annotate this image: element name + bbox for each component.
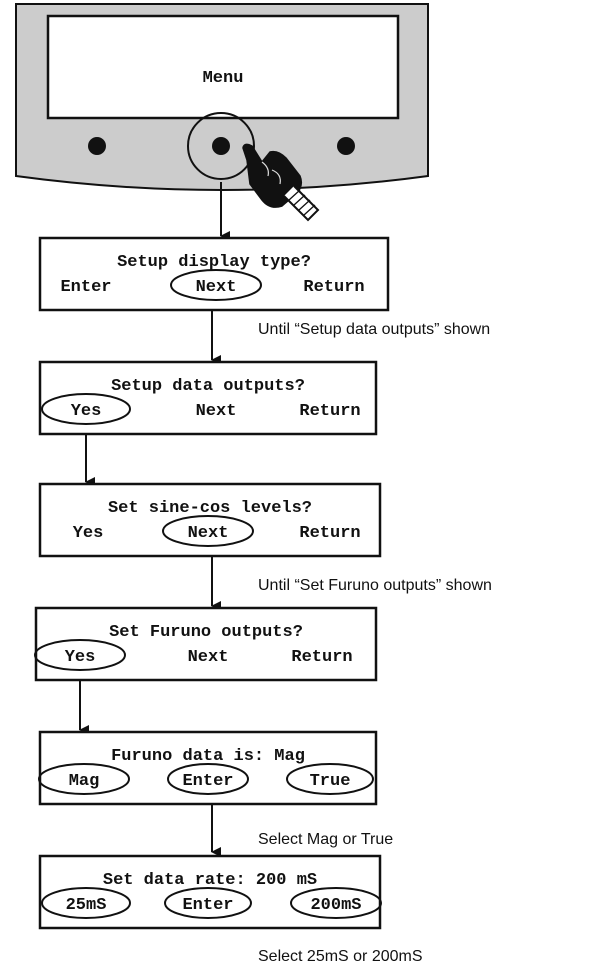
- screen-option[interactable]: Yes: [73, 524, 104, 543]
- option-highlight-ellipse: [162, 515, 254, 547]
- lcd-screen-text: Menu: [203, 69, 244, 88]
- screen-option[interactable]: Mag: [69, 772, 100, 791]
- menu-screen: Set data rate: 200 mS 25mS Enter 200mS Selec…: [38, 854, 423, 965]
- screen-prompt: Set sine-cos levels?: [108, 499, 312, 518]
- option-highlight-ellipse: [41, 393, 131, 425]
- screen-frame: [38, 854, 382, 930]
- button-highlight-ring: [187, 112, 255, 180]
- screen-option[interactable]: 200mS: [310, 896, 361, 915]
- menu-screen: Setup display type? Enter Next ReturnUntil …: [38, 236, 490, 365]
- screen-option[interactable]: Next: [188, 524, 229, 543]
- screen-option[interactable]: 25mS: [66, 896, 107, 915]
- right-button[interactable]: [337, 137, 355, 155]
- left-button[interactable]: [88, 137, 106, 155]
- screen-frame: [38, 236, 390, 312]
- option-highlight-ellipse: [286, 763, 374, 795]
- option-highlight-ellipse: [164, 887, 252, 919]
- menu-screen: Set Furuno outputs? Yes Next Return: [34, 606, 378, 735]
- screen-prompt: Set Furuno outputs?: [109, 623, 303, 642]
- screen-option[interactable]: Return: [299, 524, 360, 543]
- screen-frame: [38, 482, 382, 558]
- screen-frame: [38, 730, 378, 806]
- screen-option[interactable]: Return: [299, 402, 360, 421]
- screen-frame: [34, 606, 378, 682]
- screen-frame: [38, 360, 378, 436]
- control-unit: Menu: [15, 3, 429, 191]
- option-highlight-ellipse: [41, 887, 131, 919]
- step-note: Until “Setup data outputs” shown: [258, 321, 490, 338]
- screen-option[interactable]: Enter: [60, 278, 111, 297]
- screen-option[interactable]: True: [310, 772, 351, 791]
- pressing-hand-icon: [242, 143, 320, 222]
- screen-option[interactable]: Return: [291, 648, 352, 667]
- screen-option[interactable]: Next: [196, 278, 237, 297]
- screen-option[interactable]: Yes: [65, 648, 96, 667]
- screen-option[interactable]: Enter: [182, 772, 233, 791]
- screen-prompt: Setup data outputs?: [111, 377, 305, 396]
- option-highlight-ellipse: [290, 887, 382, 919]
- lcd-screen: [46, 14, 400, 120]
- menu-screen: Setup data outputs? Yes Next Return: [38, 360, 378, 487]
- screen-option[interactable]: Next: [196, 402, 237, 421]
- screen-prompt: Setup display type?: [117, 253, 311, 272]
- step-note: Select 25mS or 200mS: [258, 948, 423, 965]
- screen-prompt: Furuno data is: Mag: [111, 747, 305, 766]
- step-note: Select Mag or True: [258, 831, 393, 848]
- middle-button[interactable]: [212, 137, 230, 155]
- option-highlight-ellipse: [34, 639, 126, 671]
- option-highlight-ellipse: [170, 269, 262, 301]
- screen-option[interactable]: Return: [303, 278, 364, 297]
- option-highlight-ellipse: [38, 763, 130, 795]
- screen-option[interactable]: Enter: [182, 896, 233, 915]
- step-note: Until “Set Furuno outputs” shown: [258, 577, 492, 594]
- screen-option[interactable]: Yes: [71, 402, 102, 421]
- option-highlight-ellipse: [167, 763, 249, 795]
- screen-prompt: Set data rate: 200 mS: [103, 871, 317, 890]
- screen-option[interactable]: Next: [188, 648, 229, 667]
